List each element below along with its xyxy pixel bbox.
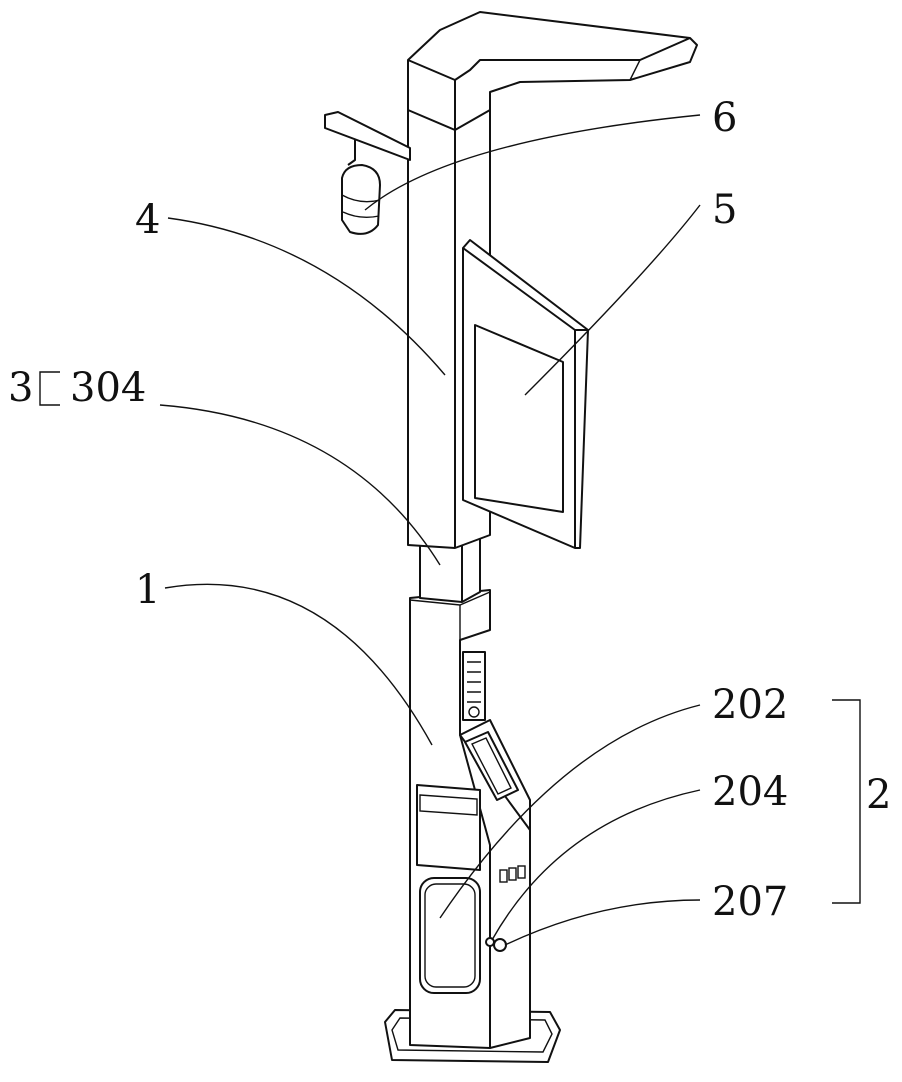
- card-panel: [417, 785, 480, 870]
- label-3: 3: [8, 368, 33, 408]
- knob: [494, 939, 506, 951]
- camera: [325, 112, 410, 234]
- label-304: 304: [70, 368, 146, 408]
- camera-bracket: [325, 112, 410, 160]
- label-207: 207: [712, 882, 788, 922]
- label-2: 2: [866, 775, 891, 815]
- label-6: 6: [712, 98, 737, 138]
- label-204: 204: [712, 772, 788, 812]
- label-4: 4: [135, 200, 160, 240]
- lower-pole: [410, 590, 530, 1048]
- label-1: 1: [135, 570, 160, 610]
- label-5: 5: [712, 190, 737, 230]
- label-202: 202: [712, 685, 788, 725]
- cabinet-door: [420, 878, 480, 993]
